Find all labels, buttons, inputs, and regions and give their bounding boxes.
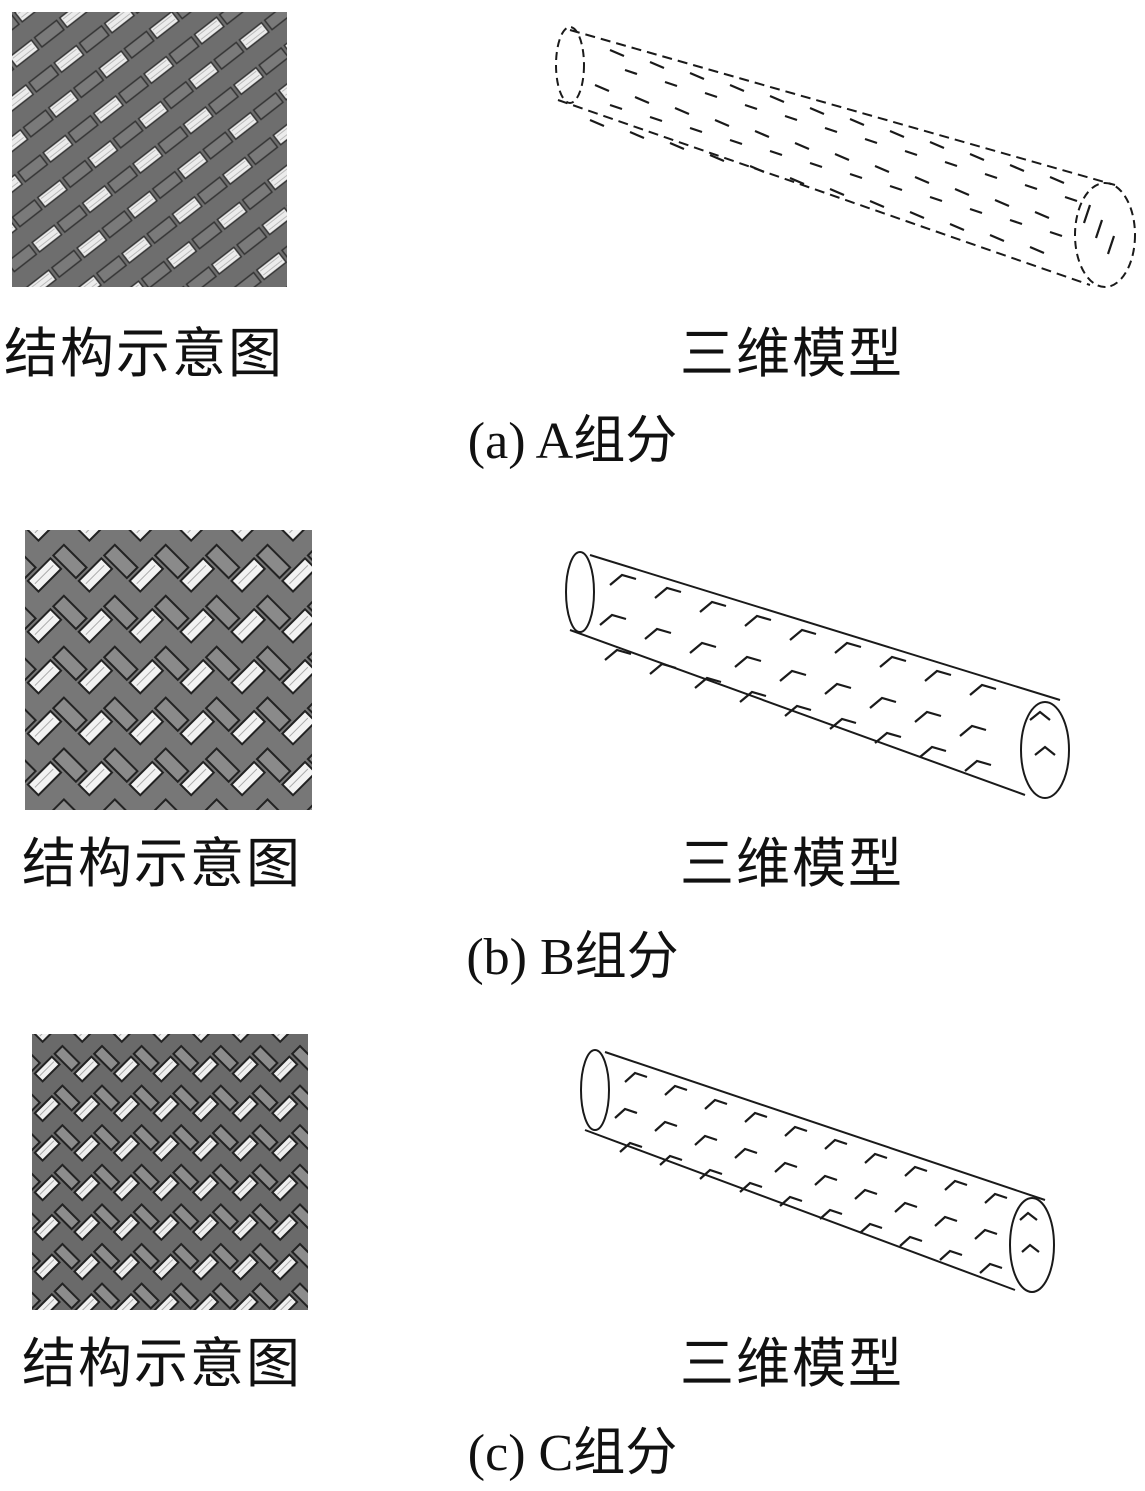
structure-label-c: 结构示意图	[22, 1332, 302, 1395]
weave-pattern-c	[32, 1034, 308, 1310]
model-label-a: 三维模型	[680, 322, 904, 385]
weave-pattern-a	[12, 12, 287, 287]
structure-label-b: 结构示意图	[22, 832, 302, 895]
caption-b: (b) B组分	[466, 929, 679, 986]
caption-a: (a) A组分	[467, 413, 678, 470]
model-label-c: 三维模型	[680, 1332, 904, 1395]
model-label-b: 三维模型	[680, 832, 904, 895]
weave-pattern-b	[25, 530, 312, 810]
tube-model-b	[565, 551, 1070, 799]
structure-label-a: 结构示意图	[4, 322, 284, 385]
tube-model-c	[580, 1049, 1055, 1293]
tube-model-a	[555, 26, 1136, 288]
caption-c: (c) C组分	[467, 1425, 678, 1482]
